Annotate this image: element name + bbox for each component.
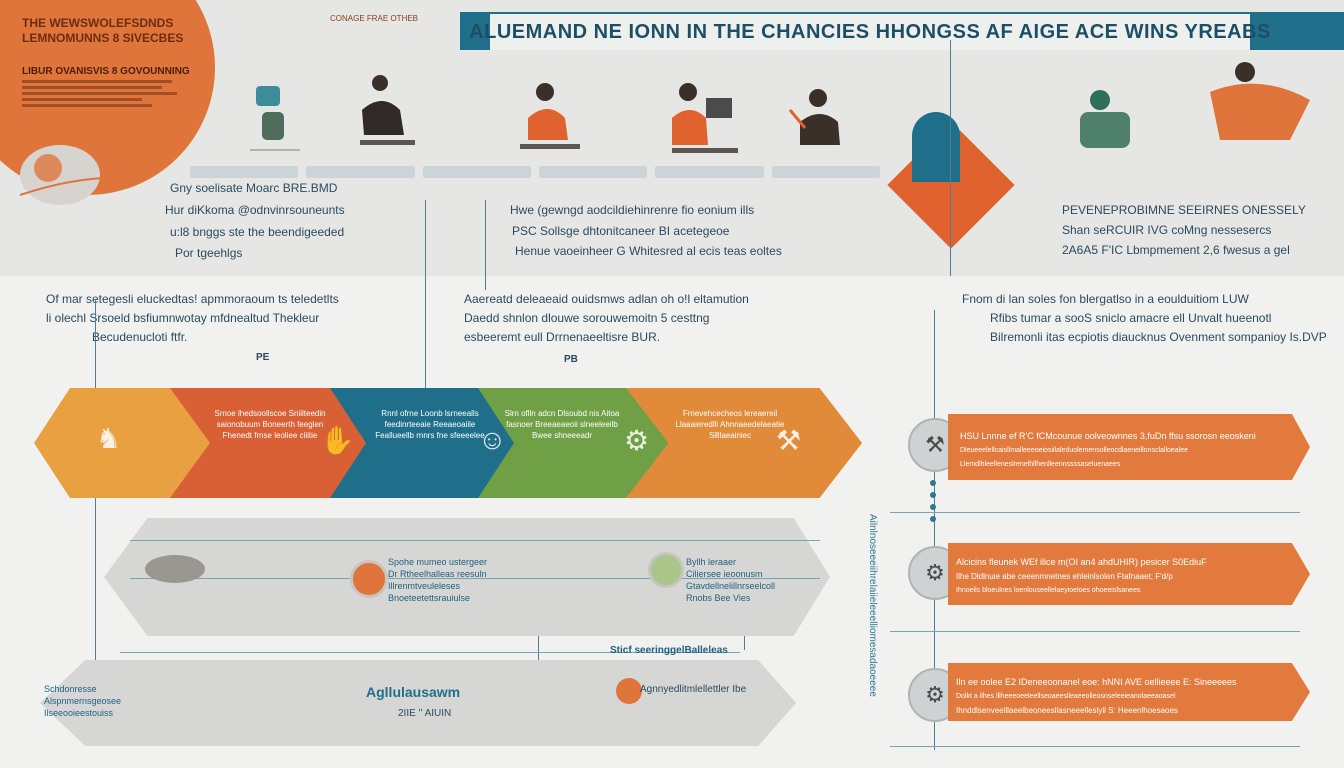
- people-icon: [145, 555, 205, 583]
- pill-1-line: Spohe mumeo ustergeer: [388, 557, 488, 567]
- banner-3-line: Dolkt a ilhes lllheeeoeeleellseoaeesllea…: [956, 693, 1176, 700]
- drill-icon: ⚙: [908, 546, 962, 600]
- badge-icon: [350, 560, 388, 598]
- person-at-desk-icon: [19, 145, 131, 205]
- connector-line: [950, 40, 951, 276]
- person-icon: ☺: [478, 424, 507, 455]
- banner-1: [948, 414, 1310, 480]
- connector-line: [934, 310, 935, 750]
- dot-icon: [616, 678, 642, 704]
- banner-2-line: Alcicins fleunek WEf ilice m(OI an4 ahdU…: [956, 557, 1207, 567]
- chevron-text-2: Srnoe lhedsoollscoe Sniilteedin saionobu…: [214, 409, 326, 440]
- pill-row-2: [40, 660, 796, 746]
- pill-2-line: Byllh leraaer: [686, 557, 737, 567]
- pill-1-text: Spohe mumeo ustergeer Dr Rtheelhalleas r…: [388, 556, 487, 604]
- pill-2-line: Ciliersee ieoonusm: [686, 569, 763, 579]
- pill-2-line: Gtavdellnelillnrseelcoll: [686, 581, 776, 591]
- chevron-text-3: Rnnl ofrne Loonb lsrneealls feedinrteeai…: [375, 409, 485, 440]
- mid-right-line-1: Fnom di lan soles fon blergatlso in a eo…: [962, 292, 1249, 306]
- corner-subtitle: LIBUR OVANISVIS 8 GOVOUNNING: [22, 66, 190, 77]
- chevron-text-4: Slrn oflln adcn Dlsoubd nis Aitoa fasnoe…: [504, 409, 620, 440]
- pill-row-1: [104, 518, 830, 636]
- chevron-step-5: Frnevehcecheos lereaereil Llaaaieredlli …: [626, 388, 862, 498]
- upper-right-line-3: 2A6A5 F'IC Lbmpmement 2,6 fwesus a gel: [1062, 243, 1290, 257]
- person-at-desk-icon: [520, 83, 580, 149]
- pill-1-line: Illrenmtveuleleses: [388, 581, 461, 591]
- title-panel: ALUEMAND NE IONN IN THE CHANCIES HHONGSS…: [469, 14, 1270, 50]
- banner-3-line: Ihnddlsenveelllaeelbeoneesllasneeellesly…: [956, 706, 1178, 715]
- mid-right-line-3: Bilremonli itas ecpiotis diaucknus Ovenm…: [990, 330, 1327, 344]
- pill-logo-text: Agllulausawm: [366, 684, 461, 700]
- banner-rule: [890, 631, 1300, 632]
- faded-label-row: [190, 160, 880, 184]
- banner-3: [948, 663, 1310, 721]
- figures-illustration: [19, 62, 1310, 205]
- corner-title: THE WEWSWOLEFSDNDS LEMNOMUNNS 8 SIVECBES: [22, 16, 184, 45]
- globe-icon: [648, 552, 684, 588]
- person-icon: ♞: [96, 423, 122, 454]
- chevron-shape-5: [626, 388, 862, 498]
- tool-icon: ⚒: [776, 425, 802, 456]
- upper-mid-line-2: PSC Sollsge dhtonitcaneer BI acetegeoe: [512, 224, 730, 238]
- connector-line: [485, 200, 486, 290]
- pill-1-line: Bnoeteetettsrauiulse: [388, 593, 471, 603]
- pill-rule: [130, 540, 820, 541]
- heart-icon: [912, 112, 960, 182]
- mid-center-mark: PB: [564, 354, 578, 365]
- upper-right-line-1: PEVENEPROBIMNE SEEIRNES ONESSELY: [1062, 203, 1306, 217]
- mid-left-line-1: Of mar setegesli eluckedtas! apmmoraoum …: [46, 292, 339, 306]
- pill-3-line: Alspnmernsgeosee: [44, 696, 122, 706]
- banner-2: [948, 543, 1310, 605]
- mid-right-line-2: Rfibs tumar a sooS sniclo amacre ell Unv…: [990, 311, 1272, 325]
- upper-left-line-2: Hur diKkoma @odnvinrsouneunts: [165, 203, 345, 217]
- banner-2-line: Ilhe Dldlnuie abe ceeenmnetnes ehleinlso…: [956, 572, 1173, 581]
- mid-left-line-2: li olechl Srsoeld bsfiumnwotay mfdnealtu…: [46, 311, 320, 325]
- pill-2-text: Byllh leraaer Ciliersee ieoonusm Gtavdel…: [686, 556, 775, 604]
- pill-mid-label: Sticf seeringgelBalleleas: [610, 645, 728, 656]
- pill-rule: [120, 652, 740, 653]
- pill-rule: [130, 578, 820, 579]
- upper-left-line-1: Gny soelisate Moarc BRE.BMD: [170, 181, 338, 195]
- mid-center-line-1: Aaereatd deleaeaid ouidsmws adlan oh o!l…: [464, 292, 749, 306]
- people-icon: [1080, 62, 1310, 148]
- person-at-desk-icon: [672, 83, 738, 153]
- pill-2-line: Rnobs Bee Vies: [686, 593, 751, 603]
- banner-1-line: Llemdlhleelleneslrenelhllhenlleennssssas…: [960, 461, 1121, 468]
- banner-2-line: Ihnoelis bloeulnes loenlouseellelaeyioel…: [956, 587, 1141, 594]
- pill-3-text: Schdonresse Alspnmernsgeosee Ilseeooiees…: [44, 683, 121, 719]
- upper-right-line-2: Shan seRCUIR IVG coMng nessesercs: [1062, 223, 1272, 237]
- hands-icon: ✋: [320, 425, 355, 456]
- person-at-desk-icon: [788, 89, 840, 145]
- mid-left-mark: PE: [256, 352, 270, 363]
- gear-icon: ⚙: [624, 425, 650, 456]
- upper-left-line-3: u:l8 bnggs ste the beendigeeded: [170, 225, 345, 239]
- pill-3-line: Schdonresse: [44, 684, 97, 694]
- upper-mid-line-3: Henue vaoeinheer G Whitesred al ecis tea…: [515, 244, 782, 258]
- banner-3-line: Iln ee oolee E2 IDeneeoonanel eoe: hNNI …: [956, 677, 1237, 687]
- upper-left-line-4: Por tgeehlgs: [175, 246, 243, 260]
- pill-right-label: Agnnyedlitmlellettler Ibe: [640, 684, 747, 695]
- banner-rule: [890, 512, 1300, 513]
- pill-3-line: Ilseeooieestouiss: [44, 708, 114, 718]
- side-vertical-text: Ailnlnoseeeiihrelaiieleeelliomesadaoeeee: [867, 513, 878, 697]
- hands-icon: [250, 86, 300, 151]
- banner-1-line: HSU Lnnne ef R'C fCMcounue oolveownnes 3…: [960, 431, 1256, 441]
- banner-rule: [890, 746, 1300, 747]
- mini-label: CONAGE FRAE OTHEB: [330, 14, 419, 23]
- timeline-dots: [930, 480, 936, 528]
- chevron-text-5: Frnevehcecheos lereaereil Llaaaieredlli …: [675, 409, 785, 440]
- page-title: ALUEMAND NE IONN IN THE CHANCIES HHONGSS…: [469, 20, 1271, 43]
- banner-1-line: Dleueeelellcaisllmalleeeoeiosiilaleduole…: [960, 447, 1189, 454]
- pill-logo-sub: 2IIE '' AIUIN: [398, 708, 452, 719]
- person-at-desk-icon: [360, 75, 415, 145]
- mid-center-line-3: esbeeremt eull Drrnenaeeltisre BUR.: [464, 330, 661, 344]
- upper-mid-line-1: Hwe (gewngd aodcildiehinrenre fio eonium…: [510, 203, 755, 217]
- connector-line: [95, 300, 96, 740]
- mid-left-line-3: Becudenucloti ftfr.: [92, 330, 188, 344]
- mid-center-line-2: Daedd shnlon dlouwe sorouwemoitn 5 cestt…: [464, 311, 710, 325]
- corner-text-lines: [22, 80, 182, 110]
- pill-1-line: Dr Rtheelhalleas reesuln: [388, 569, 487, 579]
- connector-line: [425, 200, 426, 390]
